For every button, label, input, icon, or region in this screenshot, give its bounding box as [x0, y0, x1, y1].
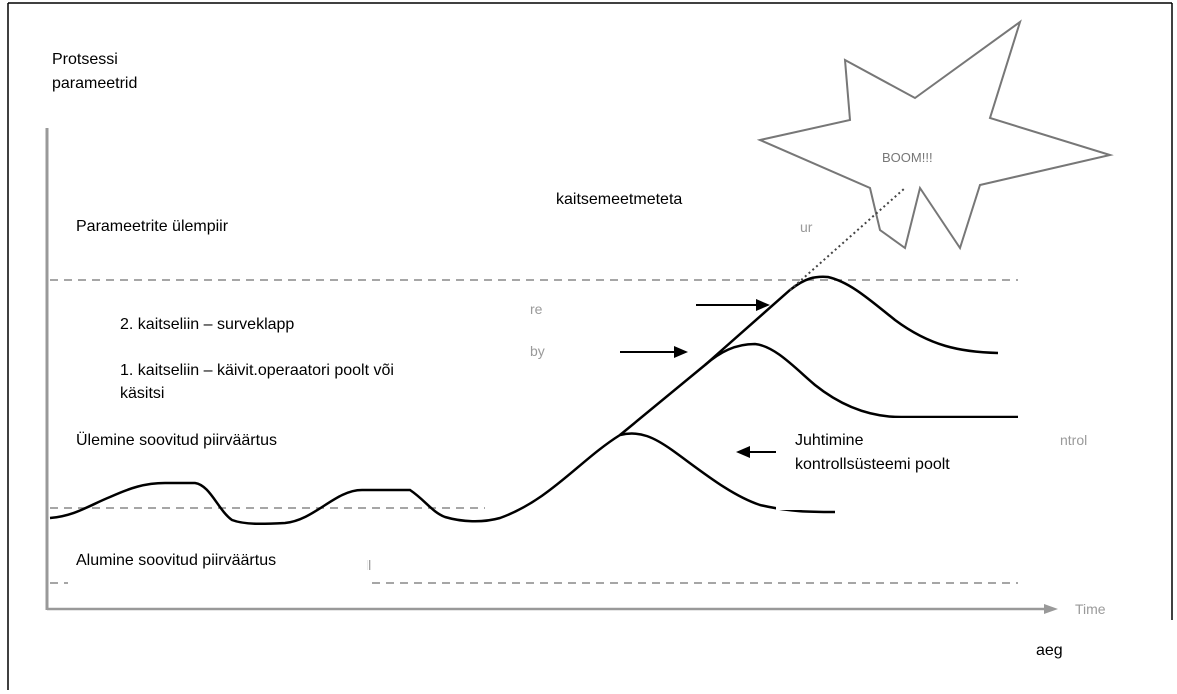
y-axis-title-box — [38, 40, 198, 128]
first-line-arrow — [620, 346, 688, 358]
operator-response-curve — [619, 342, 1018, 436]
upper-allowed-label-box — [68, 418, 323, 466]
x-axis-label: aeg — [1036, 642, 1063, 659]
explosion-star-shape — [756, 19, 1114, 251]
process-parameter-curve — [49, 432, 836, 526]
faded-fragment-ur: ur — [800, 219, 813, 235]
second-line-arrow — [696, 299, 770, 311]
lower-allowed-label: Alumine soovitud piirväärtus — [76, 552, 276, 569]
upper-limit-label: Parameetrite ülempiir — [76, 218, 229, 235]
y-axis-title: Protsessi parameetrid — [52, 51, 137, 92]
first-line-label-line-1: 1. kaitseliin – käivit.operaatori poolt … — [120, 362, 394, 379]
y-axis-title-line-2: parameetrid — [52, 75, 137, 92]
control-label-line-1: Juhtimine — [795, 432, 864, 449]
second-line-label: 2. kaitseliin – surveklapp — [120, 316, 294, 333]
faded-fragment-by: by — [530, 343, 545, 359]
relief-valve-curve — [704, 275, 999, 366]
y-axis-title-line-1: Protsessi — [52, 51, 118, 68]
control-label-box — [776, 418, 1051, 510]
no-protection-label-box — [548, 182, 796, 250]
unprotected-trend-line — [789, 187, 906, 291]
faded-fragment-ll: ll — [365, 557, 371, 573]
x-axis-faded-label: Time — [1075, 601, 1106, 617]
control-label-line-2: kontrollsüsteemi poolt — [795, 456, 950, 473]
x-axis-arrowhead — [1044, 604, 1058, 614]
no-protection-label: kaitsemeetmeteta — [556, 191, 682, 208]
protection-lines-label-box — [113, 297, 527, 409]
faded-fragment-ntrol: ntrol — [1060, 432, 1087, 448]
first-line-label-line-2: käsitsi — [120, 385, 164, 402]
lower-allowed-label-box — [68, 541, 367, 584]
faded-fragment-re: re — [530, 301, 543, 317]
upper-limit-label-box — [68, 200, 323, 250]
explosion-star-text: BOOM!!! — [882, 150, 933, 165]
first-line-label: 1. kaitseliin – käivit.operaatori poolt … — [120, 362, 398, 402]
control-label: Juhtimine kontrollsüsteemi poolt — [795, 432, 950, 473]
upper-allowed-label: Ülemine soovitud piirväärtus — [76, 431, 277, 449]
